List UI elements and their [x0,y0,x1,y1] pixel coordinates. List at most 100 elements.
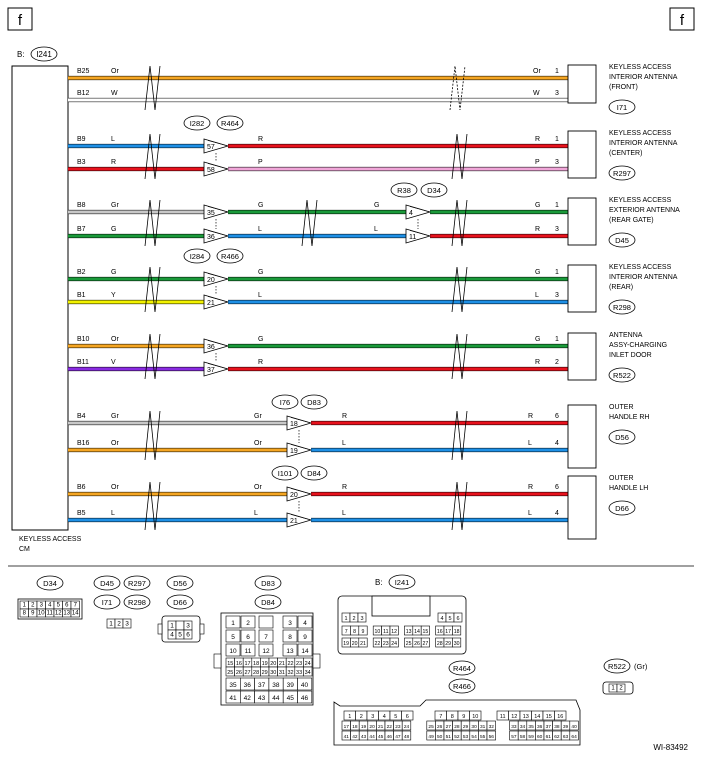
view-r464-pin-49: 49 [428,734,434,740]
connector-pin-b5-13: 21 [286,512,313,528]
connector-pin-b3-3: 58 [203,161,230,177]
view-d83-pin-5: 5 [231,634,235,641]
view-i241-pin-25: 25 [406,641,412,647]
component-d56-box [567,404,597,469]
wire-color-dst-b9-2: R [535,136,540,143]
view-d83-cell-0-2 [258,615,274,629]
wire-seg1-b3-3 [68,167,204,171]
view-r464-pin-27: 27 [446,724,452,730]
conn-label-r464: R464 [216,115,244,131]
view-r464-pin-54: 54 [471,734,477,740]
view-d83-pin-9: 9 [303,634,307,641]
view-d83-pin-31: 31 [279,670,285,676]
view-d34-grid-pin-6: 6 [65,603,69,609]
view-r464-pin-10: 10 [472,714,478,720]
component-r522-connector-ellipse [608,367,636,383]
view-r464-pin-6: 6 [406,714,409,720]
wire-seg2-b6-12 [311,492,568,496]
dst-pin-b16-11: 4 [555,440,559,447]
wire-seg3-b7-5 [430,234,568,238]
view-r522-label-ellipse [603,658,631,674]
wire-color-mid-b16-11: L [342,440,346,447]
view-r464-pin-61: 61 [546,734,552,740]
view-d83-pin-17: 17 [244,661,250,667]
view-r464-label-0: R464 [448,660,476,676]
view-r464-pin-57: 57 [511,734,517,740]
wire-color-mid2-b8-4: G [374,202,379,209]
view-r464-pin-50: 50 [437,734,443,740]
component-r298-connector: R298 [608,299,636,315]
ecu-pin-b2-6: B2 [77,269,86,276]
view-i241-pin-11: 11 [383,629,388,635]
view-d83-pin-32: 32 [287,670,293,676]
connector-pin-b2-6-inner [207,273,229,280]
component-r522-connector-text: R522 [613,371,631,380]
view-r464-cell-0-9 [469,710,482,721]
view-i241-pin-9: 9 [362,629,365,635]
wire-seg2-b4-10 [311,421,568,425]
view-d83-cell-0-4 [297,615,313,629]
view-i241-pin-15: 15 [423,629,429,635]
connector-pin-b4-10-pin: 18 [290,421,298,428]
dst-pin-b11-9: 2 [555,359,559,366]
view-ant-label-1-ellipse [123,575,151,591]
ecu-name-2: CM [19,546,30,553]
view-d83-pin-43: 43 [258,695,266,702]
view-d34-grid-pin-12: 12 [55,611,62,617]
view-d83-cell-4-9 [303,666,313,677]
wire-color-src-b16-11: Or [111,440,119,447]
view-i241-cell-2-5 [389,637,399,648]
view-d83-pin-45: 45 [287,695,295,702]
view-d83-pin-2: 2 [246,620,250,627]
view-ant-label-2-text: I71 [102,598,112,607]
connector-pin-b4-10: 18 [286,415,313,431]
view-d83-pin-35: 35 [229,682,237,689]
view-d34-grid-pin-13: 13 [63,611,70,617]
view-d34-grid-pin-9: 9 [31,611,35,617]
view-r464-label-0-ellipse [448,660,476,676]
view-handle-label-0-text: D56 [173,579,187,588]
wire-color-mid-b2-6: G [258,269,263,276]
view-r464-pin-52: 52 [454,734,460,740]
component-r522-line-1: ASSY-CHARGING [609,342,667,349]
view-r464-pin-34: 34 [520,724,526,730]
conn-label-i76: I76 [271,394,299,410]
view-handle-grid-pin-4: 4 [170,632,174,639]
wire-color-mid-b8-4: G [258,202,263,209]
view-i241-pin-7: 7 [345,629,348,635]
view-r464-pin-33: 33 [511,724,517,730]
ecu-pin-b6-12: B6 [77,484,86,491]
view-r464-pin-53: 53 [463,734,469,740]
view-i241-pin-26: 26 [414,641,420,647]
view-d83-pin-25: 25 [227,670,233,676]
connector-pin-b6-12: 20 [286,486,313,502]
view-d34-grid-pin-11: 11 [47,611,54,617]
view-r522-color: (Gr) [634,662,648,671]
dst-pin-b2-6: 1 [555,269,559,276]
wire-seg2-b16-11 [311,448,568,452]
view-i241-pin-28: 28 [437,641,443,647]
component-r297-connector-ellipse [608,165,636,181]
view-ant-label-3: R298 [123,594,151,610]
connector-pin-b7-5-inner [207,230,229,237]
view-r464-pin-24: 24 [404,724,410,730]
view-i241-pin-24: 24 [391,641,397,647]
wire-color-src-b5-13: L [111,510,115,517]
wire-b25 [68,76,568,80]
wire-color-src-b9-2: L [111,136,115,143]
view-i241-label-text: I241 [395,578,410,587]
conn-label-r464-text: R464 [221,119,239,128]
conn-label-d84-text: D84 [307,469,321,478]
view-ant-label-3-text: R298 [128,598,146,607]
connector-pin-b16-11-inner [290,444,312,451]
wire-color-pre-b4-10: Gr [254,413,262,420]
view-d83-pin-4: 4 [303,620,307,627]
connector-pin-b9-2: 57 [203,138,230,154]
zigzag-left-2 [144,133,161,180]
wire-color-dst-b3-3: P [535,159,540,166]
